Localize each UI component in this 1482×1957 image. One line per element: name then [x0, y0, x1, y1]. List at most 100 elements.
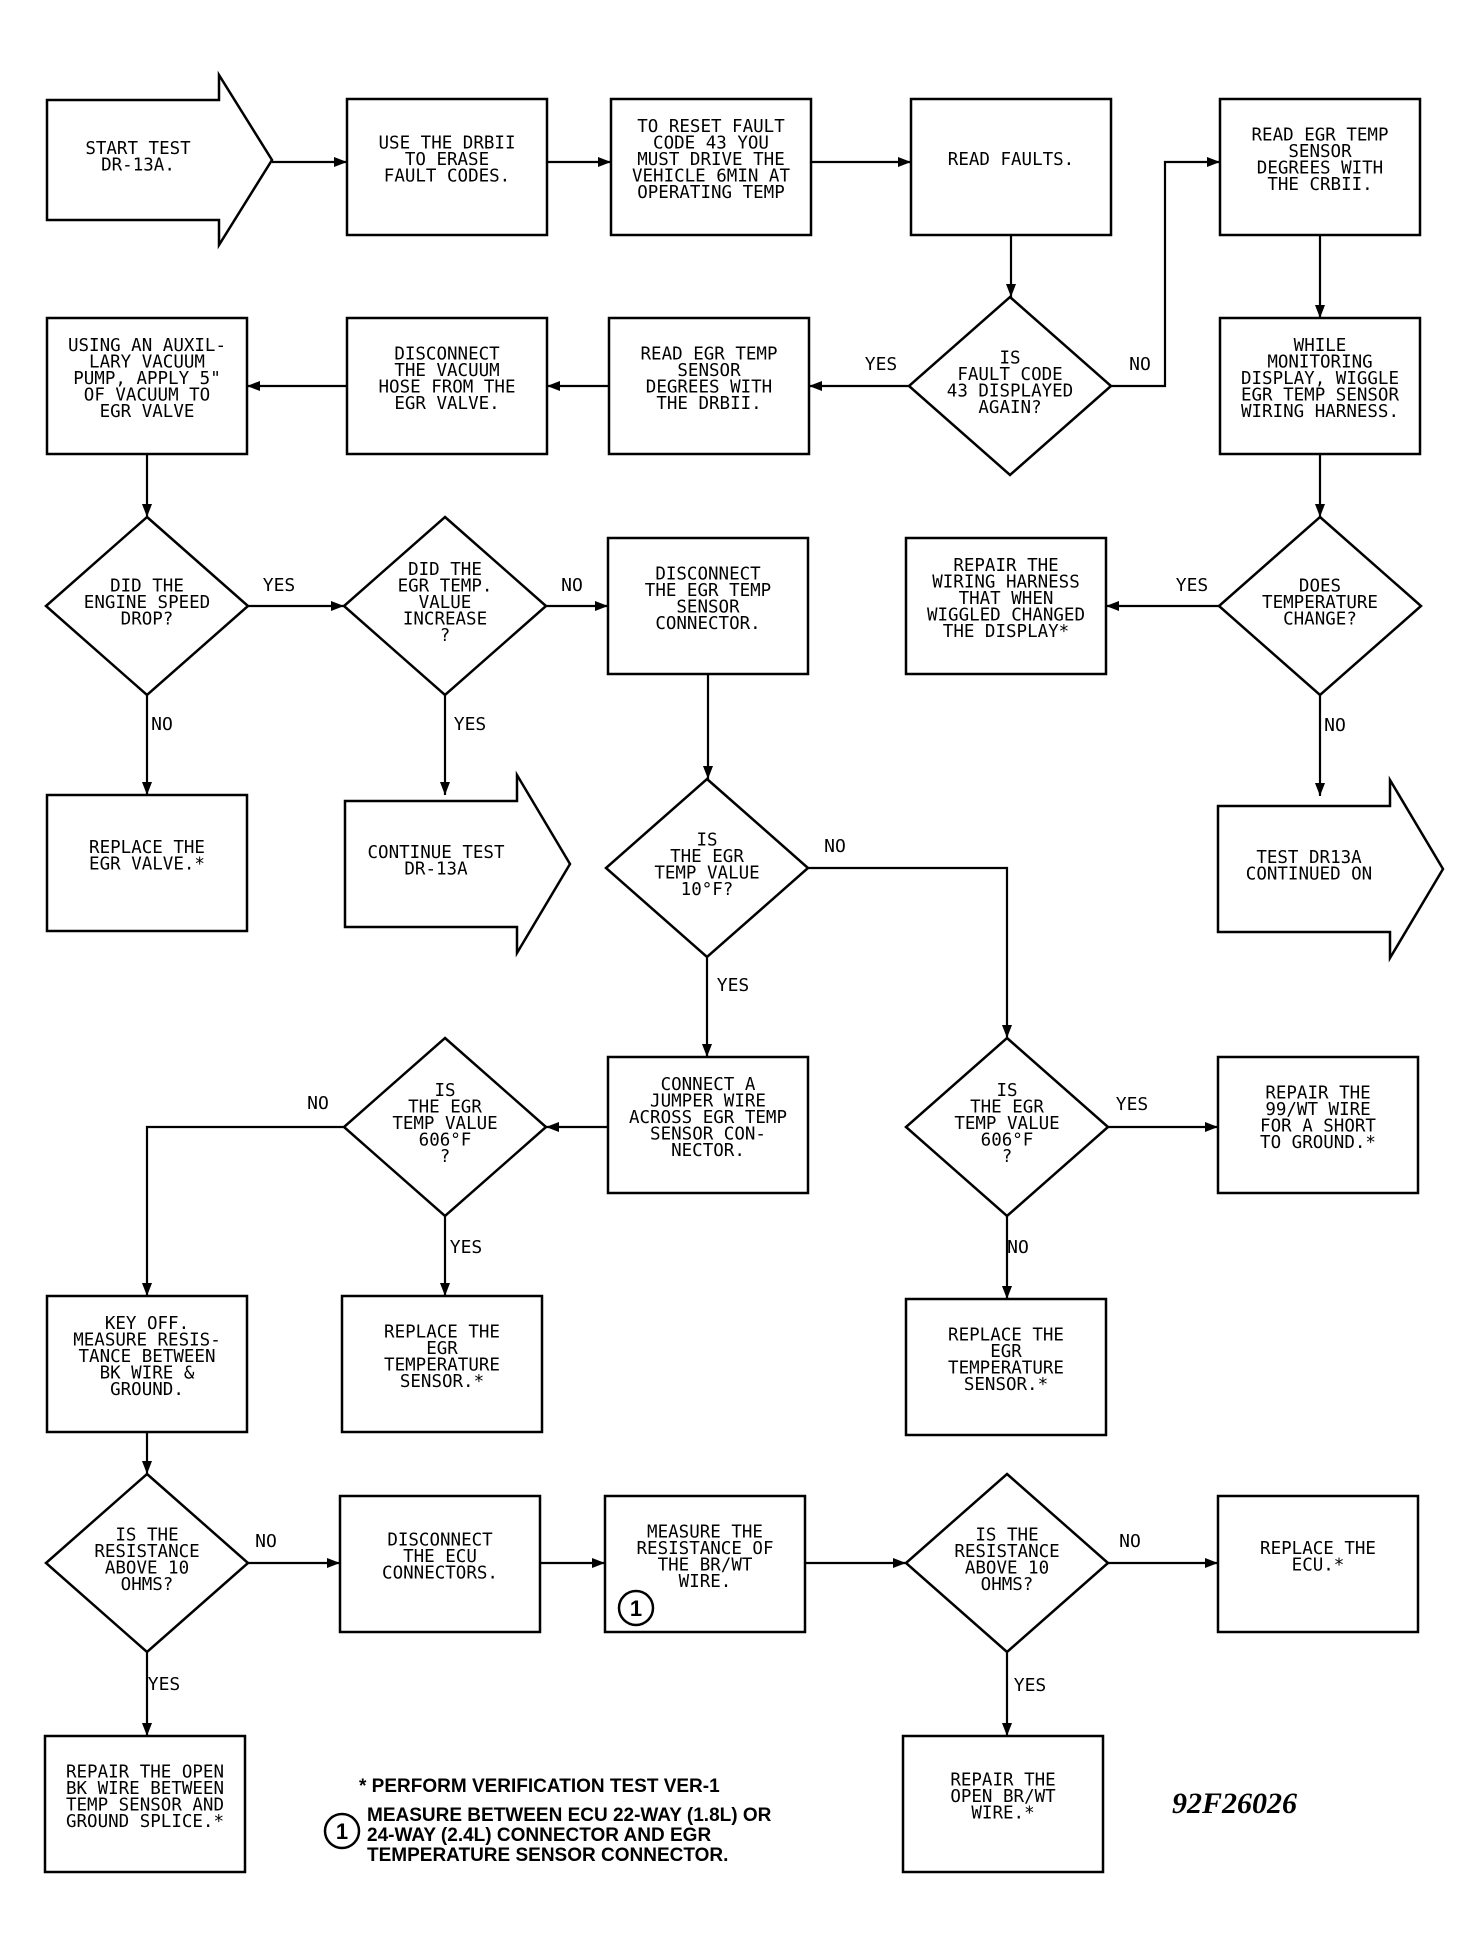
arrow-head	[1315, 783, 1325, 796]
node-text-line: EGR	[426, 1339, 458, 1359]
node-text-line: CODE 43 YOU	[653, 134, 769, 154]
yes-label: YES	[865, 354, 898, 375]
no-label: NO	[151, 714, 173, 735]
node-text-line: TEMP VALUE	[392, 1114, 497, 1134]
node-text-line: ?	[440, 1147, 451, 1167]
node-text-line: THE VACUUM	[394, 361, 499, 381]
arrow-head	[142, 1283, 152, 1296]
arrow-head	[703, 766, 713, 779]
node-text-line: 99/WT WIRE	[1265, 1100, 1370, 1120]
node-text-line: THAT WHEN	[959, 589, 1054, 609]
node-text-line: DID THE	[408, 560, 482, 580]
arrow-head	[1002, 1025, 1012, 1038]
node-text-line: RESISTANCE	[954, 1542, 1059, 1562]
node-text-line: REPLACE THE	[384, 1322, 500, 1342]
node-text-line: LARY VACUUM	[89, 353, 205, 373]
arrow-head	[1207, 157, 1220, 167]
arrow-head	[809, 381, 822, 391]
arrow-head	[440, 782, 450, 795]
circle-marker-number: 1	[630, 1596, 642, 1621]
node-text-line: TEST DR13A	[1256, 848, 1362, 868]
process-box	[1218, 97, 1422, 237]
node-text-line: OPEN BR/WT	[950, 1787, 1056, 1807]
node-text-line: THE ECU	[403, 1547, 477, 1567]
node-text-line: REPAIR THE	[1265, 1083, 1370, 1103]
node-text-line: DOES	[1299, 577, 1341, 597]
node-text-line: OF VACUUM TO	[84, 386, 210, 406]
node-text-line: THE EGR	[408, 1098, 482, 1118]
node-text-line: EGR VALVE	[100, 402, 195, 422]
arrow-head	[142, 1723, 152, 1736]
yes-label: YES	[1176, 575, 1209, 596]
arrow-head	[142, 504, 152, 517]
process-box	[909, 97, 1113, 237]
process-box	[901, 1734, 1105, 1874]
node-text-line: READ EGR TEMP	[641, 344, 778, 364]
note-circle-marker	[323, 1812, 361, 1850]
node-read-faults: READ FAULTS.	[909, 97, 1113, 237]
arrow-head	[598, 157, 611, 167]
node-text-line: ABOVE 10	[965, 1558, 1049, 1578]
node-text-line: IS	[434, 1081, 455, 1101]
process-box	[1216, 1494, 1420, 1634]
verification-note: * PERFORM VERIFICATION TEST VER-1	[359, 1776, 720, 1797]
no-label: NO	[824, 836, 846, 857]
node-text-line: THE EGR TEMP	[645, 581, 771, 601]
node-text-line: WIRE.*	[971, 1804, 1034, 1824]
node-text-line: AGAIN?	[978, 398, 1041, 418]
node-text-line: WHILE	[1294, 336, 1347, 356]
arrow-head	[546, 1122, 559, 1132]
process-box	[607, 316, 811, 456]
node-text-line: USE THE DRBII	[379, 134, 516, 154]
yes-label: YES	[717, 975, 750, 996]
arrow-head	[592, 1558, 605, 1568]
node-text-line: TO RESET FAULT	[637, 117, 785, 137]
no-label: NO	[1324, 715, 1346, 736]
node-text-line: ENGINE SPEED	[84, 593, 210, 613]
figure-id: 92F26026	[1172, 1787, 1297, 1820]
node-text-line: THE CRBII.	[1267, 175, 1372, 195]
arrow-head	[1002, 1723, 1012, 1736]
node-text-line: DR-13A.	[101, 155, 175, 175]
connector-arrow-shape	[343, 770, 572, 958]
process-box	[45, 316, 249, 456]
measure-note-line: TEMPERATURE SENSOR CONNECTOR.	[367, 1845, 728, 1866]
no-label: NO	[561, 575, 583, 596]
node-text-line: MUST DRIVE THE	[637, 150, 785, 170]
node-text-line: DEGREES WITH	[1257, 158, 1383, 178]
node-text-line: TEMP SENSOR AND	[66, 1795, 224, 1815]
node-text-line: CHANGE?	[1283, 610, 1357, 630]
connector-arrow-shape	[1216, 775, 1445, 963]
node-text-line: 606°F	[419, 1131, 472, 1151]
decision-diamond	[907, 295, 1113, 477]
node-text-line: CONNECTORS.	[382, 1564, 498, 1584]
note-circle-number: 1	[336, 1819, 348, 1844]
process-box	[45, 1294, 249, 1434]
arrow-head	[327, 1558, 340, 1568]
arrow-head	[893, 1558, 906, 1568]
node-text-line: SENSOR.*	[400, 1372, 484, 1392]
node-text-line: ?	[1002, 1147, 1013, 1167]
node-text-line: INCREASE	[403, 610, 487, 630]
node-text-line: ?	[440, 626, 451, 646]
node-text-line: BK WIRE &	[100, 1364, 195, 1384]
node-text-line: THE BR/WT	[658, 1555, 753, 1575]
process-box	[606, 1055, 810, 1195]
node-text-line: SENSOR	[1288, 142, 1352, 162]
yes-label: YES	[1014, 1675, 1047, 1696]
measure-note-line: MEASURE BETWEEN ECU 22-WAY (1.8L) OR	[367, 1805, 772, 1826]
node-text-line: CONTINUE TEST	[368, 843, 505, 863]
process-box	[609, 97, 813, 237]
yes-label: YES	[454, 714, 487, 735]
arrow-head	[1002, 1286, 1012, 1299]
node-text-line: 606°F	[981, 1131, 1034, 1151]
